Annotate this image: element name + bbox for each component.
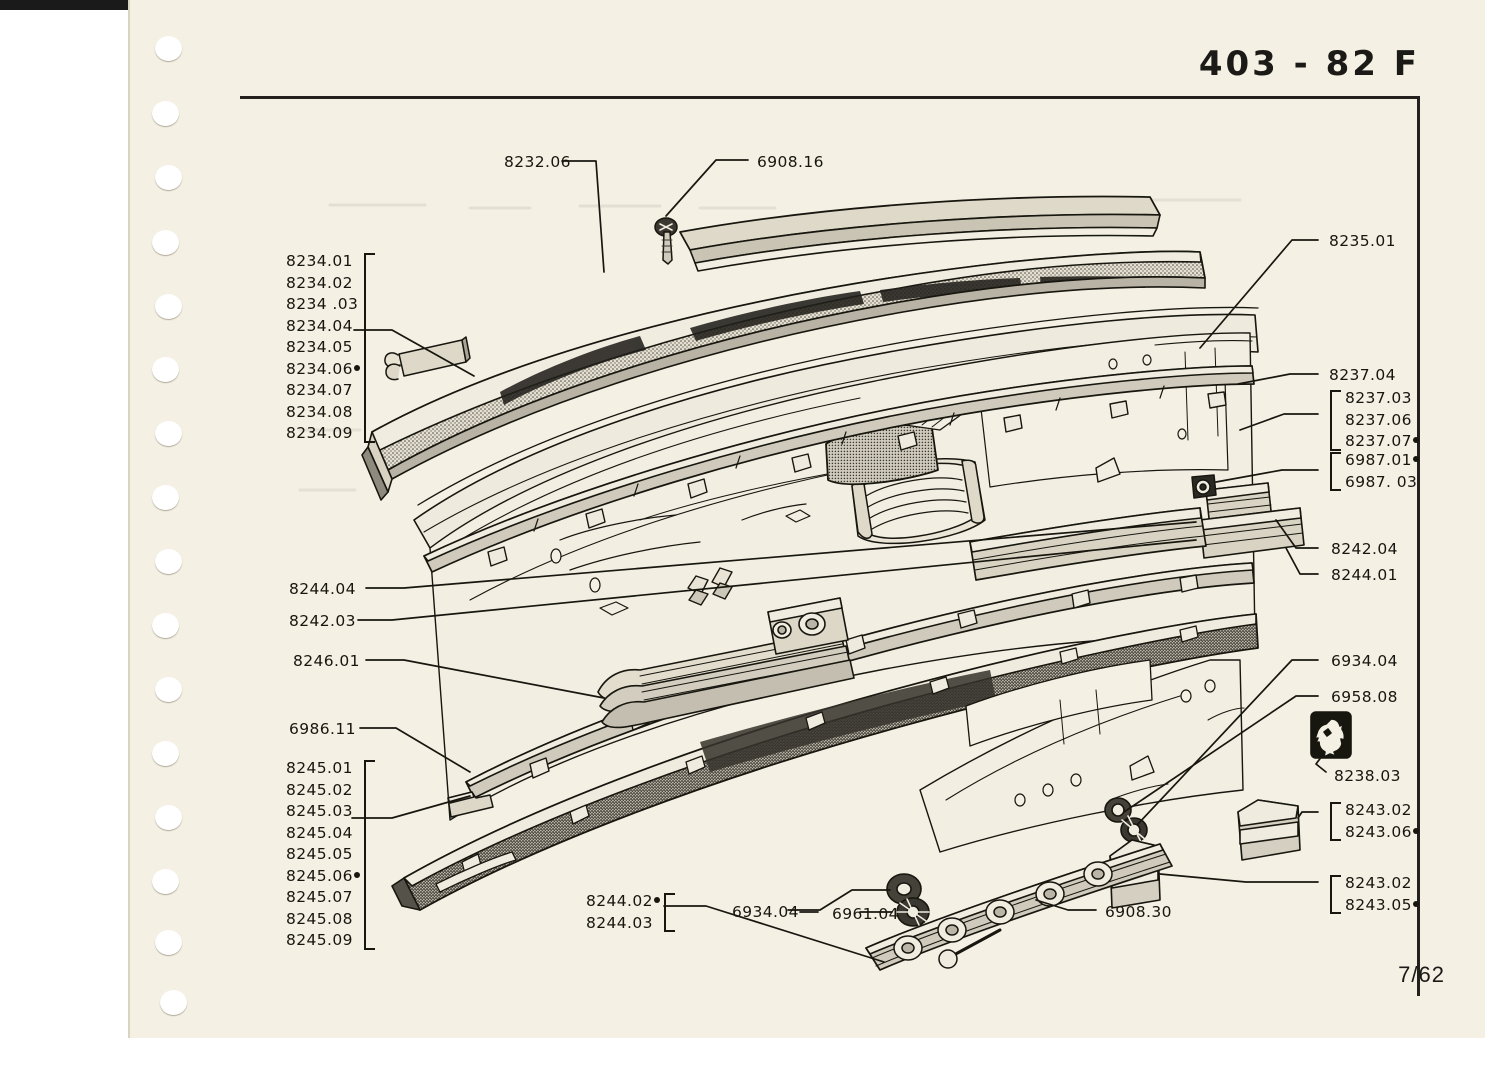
page-title: 403 - 82 F: [1198, 44, 1420, 84]
group-8234: 8234.01 8234.02 8234 .03 8234.04 8234.05 8234…: [286, 251, 379, 445]
label-6908-30: 6908.30: [1105, 903, 1172, 921]
scan-edge-bar: [0, 0, 128, 10]
sheet-left-edge: [128, 0, 130, 1038]
label-8237-04: 8237.04: [1329, 366, 1396, 384]
part-number: 8237.06: [1345, 410, 1412, 429]
label-6934-04-bottom: 6934.04: [732, 903, 799, 921]
part-bullet-marker: [653, 897, 660, 903]
part-number: 6987.01: [1345, 450, 1419, 472]
group-8243-lower: 8243.02 8243.05: [1326, 873, 1419, 916]
label-6961-04: 6961.04: [832, 905, 899, 923]
part-bullet-marker: [353, 871, 360, 878]
part-number: 8245.07: [286, 888, 353, 906]
binder-hole: [152, 230, 179, 255]
binder-hole: [155, 677, 182, 702]
group-8234-bracket: [363, 253, 375, 443]
label-8244-01: 8244.01: [1331, 566, 1398, 584]
label-8235-01: 8235.01: [1329, 232, 1396, 250]
binder-hole: [155, 294, 182, 319]
part-number: 8244.02: [586, 891, 660, 913]
part-number: 8245.08: [286, 909, 353, 928]
part-number: 8234.06: [286, 359, 360, 381]
binder-hole: [152, 613, 179, 638]
part-number: 8234.07: [286, 381, 353, 399]
label-8232-06: 8232.06: [504, 153, 571, 171]
left-margin: [0, 0, 128, 1080]
page-number: 7/62: [1398, 962, 1445, 987]
binder-hole: [155, 421, 182, 446]
part-bullet-marker: [1412, 827, 1419, 834]
group-8245-numbers: 8245.01 8245.02 8245.03 8245.04 8245.05 8245.…: [286, 758, 360, 952]
binder-hole: [155, 36, 182, 61]
part-number: 8244.03: [586, 913, 653, 932]
label-8242-04: 8242.04: [1331, 540, 1398, 558]
frame-top-rule: [240, 96, 1420, 99]
part-number: 8234.05: [286, 338, 353, 356]
label-8242-03: 8242.03: [289, 612, 356, 630]
frame-right-rule: [1417, 96, 1420, 996]
part-number: 6987. 03: [1345, 472, 1418, 491]
group-8243-lower-bracket: [1330, 875, 1341, 914]
part-number: 8245.04: [286, 823, 353, 842]
group-8244-bottom-bracket: [663, 893, 675, 932]
group-8245-bracket: [363, 760, 375, 950]
group-8245: 8245.01 8245.02 8245.03 8245.04 8245.05 8245.…: [286, 758, 379, 952]
part-bullet-marker: [1412, 900, 1419, 907]
binder-hole: [155, 930, 182, 955]
part-bullet-marker: [1412, 456, 1419, 462]
part-number: 8234 .03: [286, 295, 359, 313]
binder-hole: [160, 990, 187, 1015]
sheet-bottom-margin: [0, 1038, 1485, 1080]
part-number: 8245.01: [286, 759, 353, 777]
part-number: 8234.01: [286, 252, 353, 270]
part-number: 8234.02: [286, 273, 353, 292]
part-number: 8243.05: [1345, 895, 1419, 917]
binder-hole: [152, 741, 179, 766]
part-number: 8237.03: [1345, 389, 1412, 407]
binder-hole: [155, 549, 182, 574]
label-6958-08: 6958.08: [1331, 688, 1398, 706]
group-8243-upper: 8243.02 8243.06: [1326, 800, 1419, 843]
group-8243-lower-numbers: 8243.02 8243.05: [1345, 873, 1419, 916]
part-number: 8237.07: [1345, 431, 1419, 453]
group-8237: 8237.03 8237.06 8237.07: [1326, 388, 1419, 453]
part-number: 8245.09: [286, 931, 353, 949]
group-8234-numbers: 8234.01 8234.02 8234 .03 8234.04 8234.05 8234…: [286, 251, 360, 445]
part-number: 8245.05: [286, 845, 353, 863]
binder-hole: [152, 357, 179, 382]
part-bullet-marker: [1412, 437, 1419, 443]
label-6986-11: 6986.11: [289, 720, 356, 738]
part-number: 8245.03: [286, 802, 353, 820]
group-8243-upper-bracket: [1330, 802, 1341, 841]
part-number: 8245.06: [286, 866, 360, 888]
part-bullet-marker: [353, 364, 360, 371]
label-6934-04-right: 6934.04: [1331, 652, 1398, 670]
binder-hole: [155, 805, 182, 830]
group-8237-numbers: 8237.03 8237.06 8237.07: [1345, 388, 1419, 453]
label-6908-16: 6908.16: [757, 153, 824, 171]
part-number: 8243.02: [1345, 801, 1412, 819]
part-number: 8234.08: [286, 402, 353, 421]
part-number: 8245.02: [286, 780, 353, 799]
binder-hole: [152, 869, 179, 894]
group-8243-upper-numbers: 8243.02 8243.06: [1345, 800, 1419, 843]
group-6987-bracket: [1330, 452, 1341, 491]
label-8246-01: 8246.01: [293, 652, 360, 670]
group-8237-bracket: [1330, 390, 1341, 451]
binder-hole: [155, 165, 182, 190]
part-number: 8243.06: [1345, 822, 1419, 844]
binder-hole: [152, 101, 179, 126]
part-number: 8234.09: [286, 424, 353, 442]
part-number: 8234.04: [286, 316, 353, 335]
part-number: 8243.02: [1345, 874, 1412, 892]
label-8238-03: 8238.03: [1334, 767, 1401, 785]
binder-hole: [152, 485, 179, 510]
label-8244-04: 8244.04: [289, 580, 356, 598]
